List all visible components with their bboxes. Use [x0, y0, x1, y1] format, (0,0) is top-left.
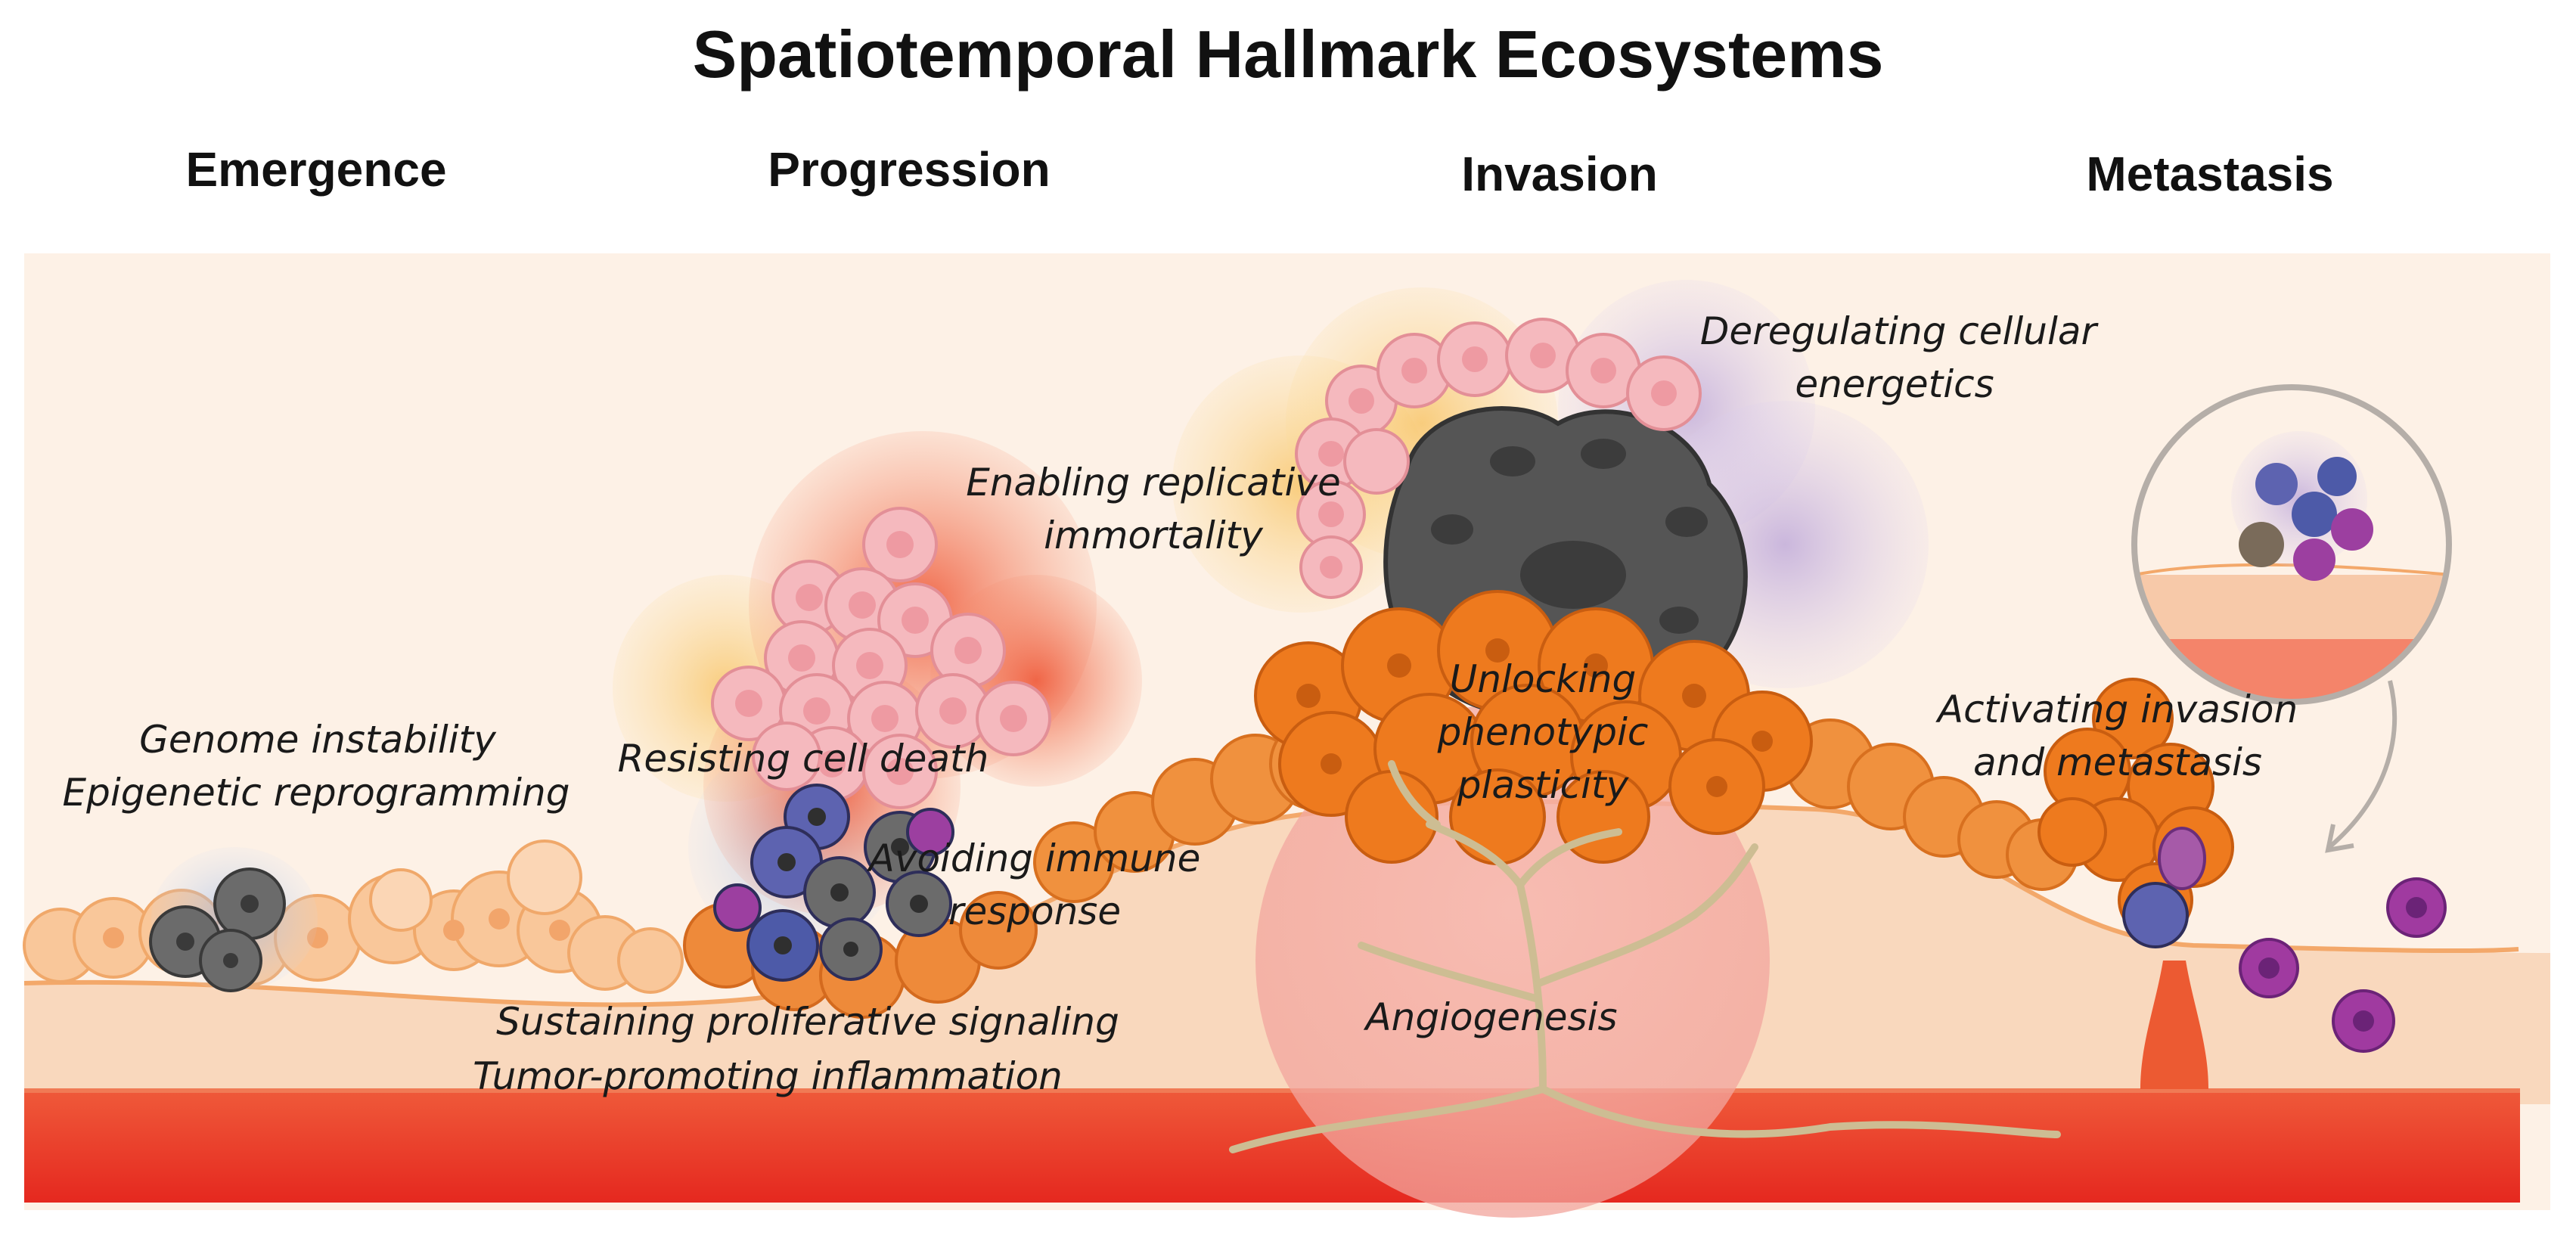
label-resisting-cell-death: Resisting cell death [618, 737, 989, 781]
label-avoiding-immune-response-line1: Avoiding immune [867, 836, 1201, 880]
invasion-orange-nuclei [1296, 638, 1773, 797]
diagram-title: Spatiotemporal Hallmark Ecosystems [693, 17, 1884, 92]
label-enabling-replicative-immortality-line2: immortality [1044, 514, 1264, 557]
label-unlocking-plasticity-line2: phenotypic [1437, 710, 1649, 754]
circulating-tumor-nuclei [2258, 897, 2427, 1032]
label-tumor-promoting-inflammation: Tumor-promoting inflammation [473, 1054, 1063, 1098]
stage-metastasis: Metastasis [2086, 147, 2333, 201]
stage-progression: Progression [768, 142, 1050, 197]
invasion-pink-nuclei [1318, 343, 1677, 579]
label-unlocking-plasticity-line3: plasticity [1457, 763, 1630, 807]
immune-nuclei [774, 808, 928, 957]
mutant-nuclei [176, 895, 259, 968]
extravasation-stalk [2140, 961, 2208, 1089]
label-unlocking-plasticity-line1: Unlocking [1450, 657, 1637, 701]
vessel-branches [1229, 760, 2061, 1153]
label-sustaining-proliferative-signaling: Sustaining proliferative signaling [496, 1000, 1119, 1044]
stage-invasion: Invasion [1461, 147, 1658, 201]
label-activating-invasion-line1: Activating invasion [1935, 687, 2298, 731]
label-epigenetic-reprogramming: Epigenetic reprogramming [63, 771, 570, 815]
pink-tumor-nuclei [735, 531, 1027, 785]
label-avoiding-immune-response-line2: response [948, 889, 1121, 933]
blood-vessel [24, 1089, 2520, 1203]
inset-arrow [2328, 680, 2397, 849]
inset-arrowhead [2325, 824, 2354, 853]
label-deregulating-energetics-line1: Deregulating cellular [1700, 309, 2100, 353]
label-genome-instability: Genome instability [139, 718, 497, 762]
label-deregulating-energetics-line2: energetics [1795, 362, 1994, 406]
stage-emergence: Emergence [185, 142, 446, 197]
label-activating-invasion-line2: and metastasis [1973, 740, 2262, 784]
label-enabling-replicative-immortality-line1: Enabling replicative [966, 461, 1341, 504]
metastasis-cluster [2038, 678, 2234, 1089]
inset-border [2131, 384, 2452, 705]
label-angiogenesis: Angiogenesis [1363, 995, 1617, 1039]
